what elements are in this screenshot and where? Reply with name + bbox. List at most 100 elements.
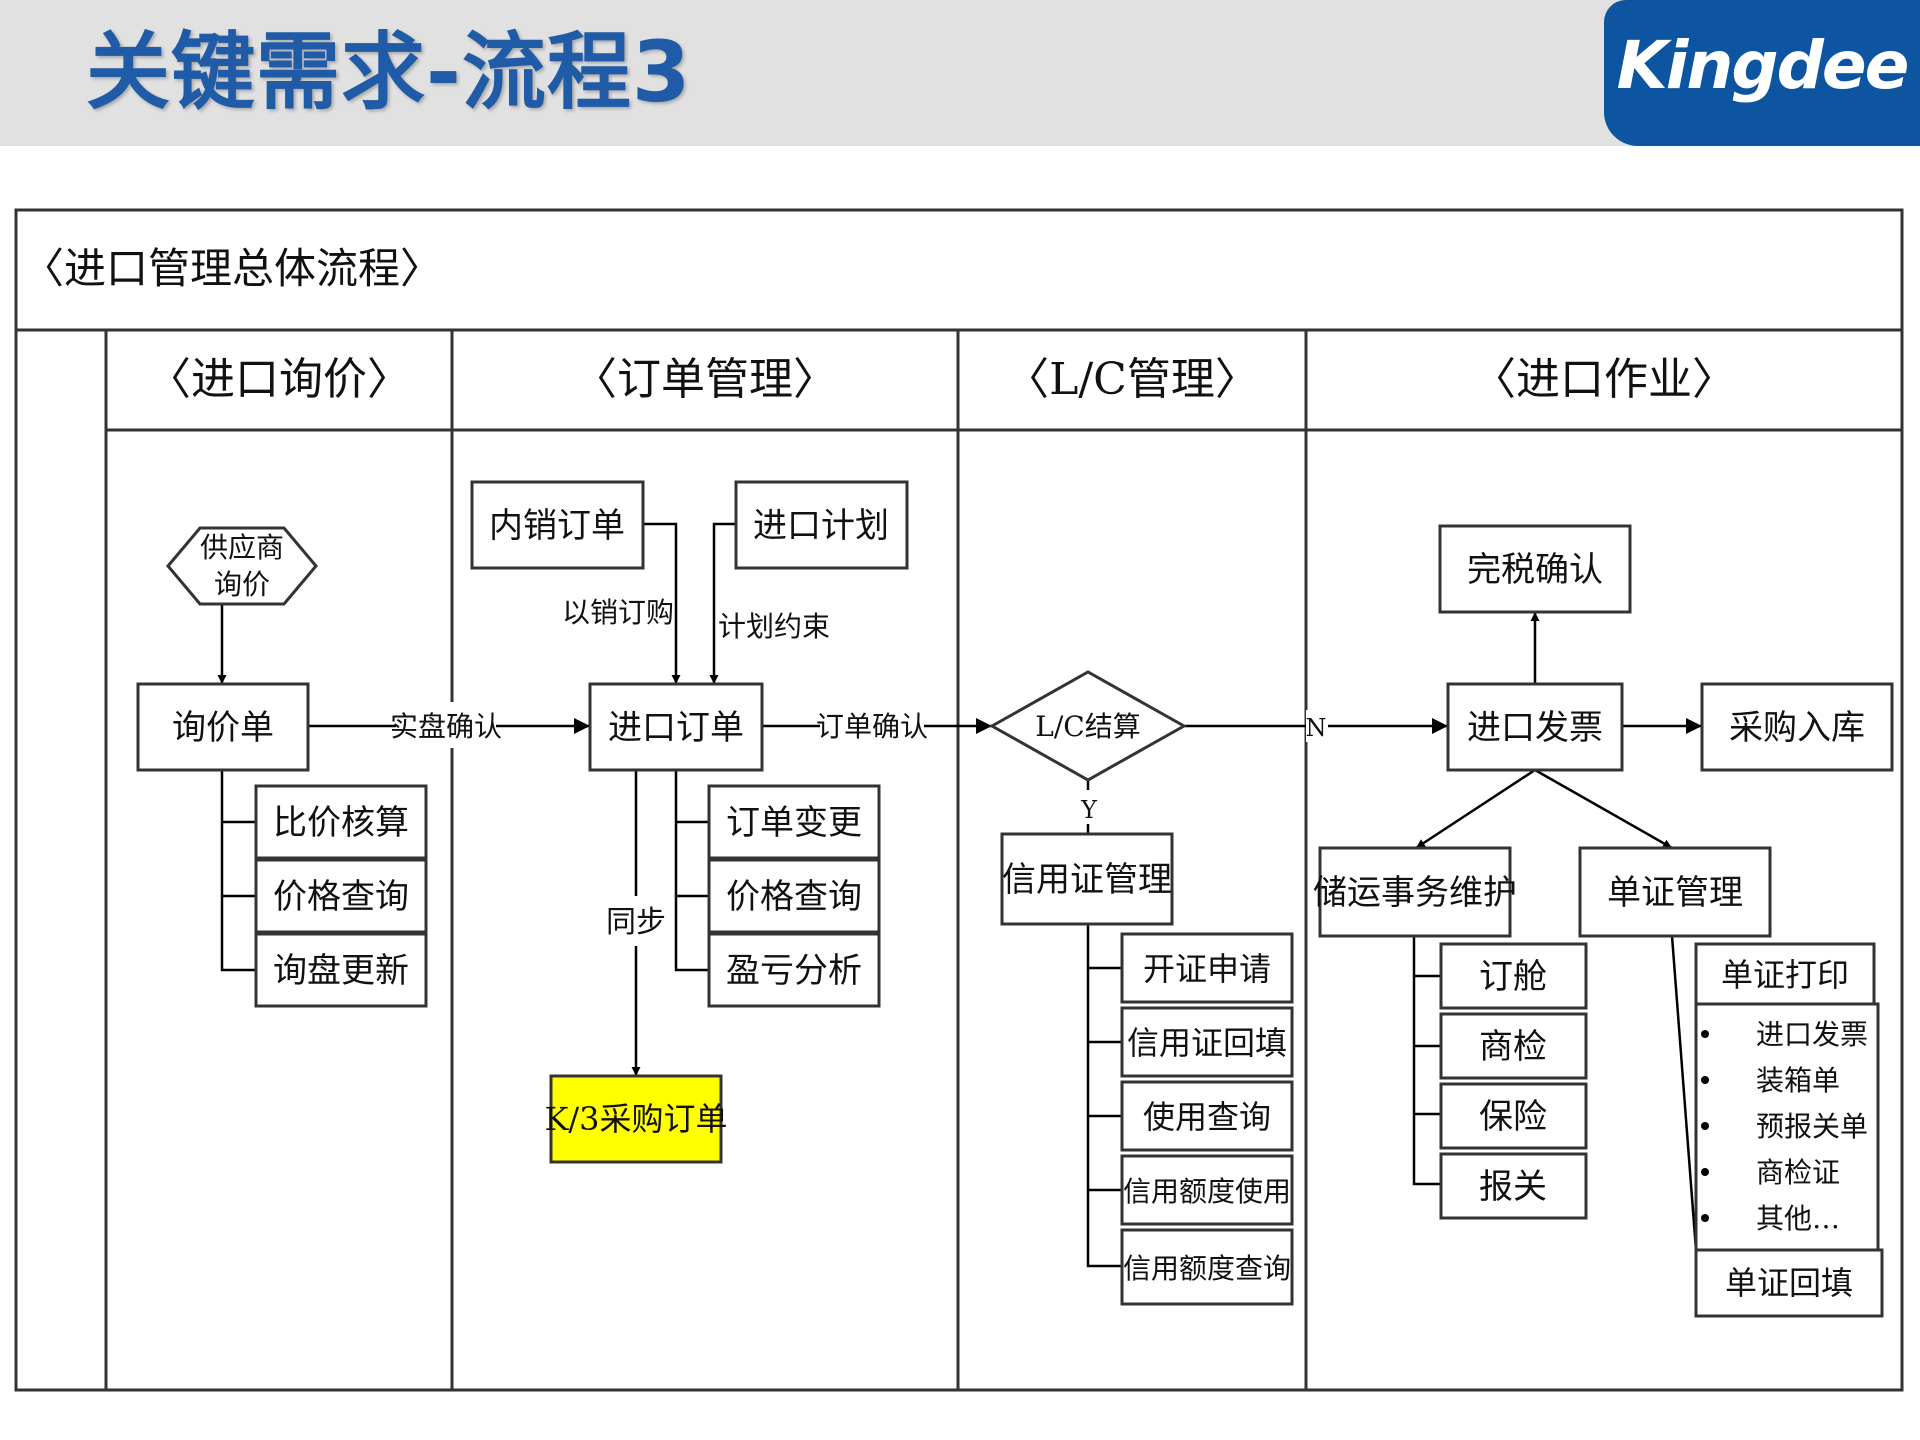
node-doc-backfill-label: 单证回填	[1725, 1264, 1853, 1302]
arrow-domestic-to-import-order	[643, 522, 681, 684]
node-price-query-2	[707, 858, 881, 934]
node-credit-use	[1120, 1154, 1294, 1226]
lane-header-import-ops: 〈进口作业〉	[1472, 354, 1736, 405]
doc-list-bullet	[1701, 1168, 1709, 1176]
node-profit-loss-label: 盈亏分析	[726, 951, 862, 991]
node-lc-apply-label: 开证申请	[1143, 950, 1271, 988]
node-k3-po	[549, 1074, 723, 1164]
node-supplier-inquiry-label-2: 询价	[214, 568, 270, 601]
doc-list-item: 其他…	[1756, 1202, 1840, 1235]
node-logistics	[1318, 846, 1512, 938]
node-lc-apply	[1120, 932, 1294, 1004]
doc-list-item: 进口发票	[1756, 1018, 1868, 1051]
doc-list-item: 装箱单	[1756, 1064, 1840, 1097]
node-import-plan-label: 进口计划	[753, 506, 889, 546]
node-price-compare-label: 比价核算	[273, 803, 409, 843]
node-purchase-in-label: 采购入库	[1729, 708, 1865, 748]
edge-label-stock-confirm: 实盘确认	[390, 710, 502, 743]
brand-logo-text: Kingdee	[1616, 27, 1910, 104]
edge-label-sales-driven: 以销订购	[562, 596, 674, 629]
doc-list-item: 预报关单	[1756, 1110, 1868, 1143]
bracket-doc-mgmt	[1670, 935, 1698, 1251]
node-credit-use-label: 信用额度使用	[1123, 1175, 1291, 1208]
node-customs-label: 报关	[1479, 1167, 1547, 1207]
node-lc-mgmt	[1000, 832, 1174, 926]
node-lc-settle	[988, 670, 1188, 782]
node-import-invoice-label: 进口发票	[1467, 708, 1603, 748]
edge-label-no: N	[1306, 714, 1327, 742]
node-inspection	[1439, 1012, 1588, 1080]
node-inspection-label: 商检	[1479, 1027, 1547, 1067]
doc-list: 进口发票 装箱单 预报关单 商检证 其他…	[1701, 1018, 1868, 1235]
node-price-query-1-label: 价格查询	[273, 877, 409, 917]
lane-header-lc: 〈L/C管理〉	[1005, 354, 1259, 405]
edge-label-sync: 同步	[606, 905, 666, 940]
node-import-order	[588, 682, 764, 772]
arrow-invoice-to-logistics	[1415, 768, 1536, 850]
lane-header-order: 〈订单管理〉	[573, 354, 837, 405]
node-domestic-order	[470, 480, 645, 570]
node-inquiry-sheet	[136, 682, 310, 772]
bracket-inquiry-sheet	[220, 770, 256, 972]
node-doc-backfill	[1694, 1248, 1884, 1318]
node-import-plan	[734, 480, 909, 570]
node-lc-settle-label: L/C结算	[1035, 710, 1140, 743]
node-tax-confirm	[1438, 524, 1632, 614]
doc-list-bullet	[1701, 1076, 1709, 1084]
node-purchase-in	[1700, 682, 1894, 772]
doc-list-bullet	[1701, 1214, 1709, 1222]
doc-list-item: 商检证	[1756, 1156, 1840, 1189]
doc-list-bullet	[1701, 1030, 1709, 1038]
edge-label-yes: Y	[1080, 796, 1098, 824]
node-import-invoice	[1446, 682, 1624, 772]
node-order-change-label: 订单变更	[726, 803, 862, 843]
node-price-query-2-label: 价格查询	[726, 877, 862, 917]
node-booking-label: 订舱	[1479, 957, 1547, 997]
edge-label-order-confirm: 订单确认	[816, 710, 928, 743]
node-doc-mgmt-label: 单证管理	[1607, 873, 1743, 913]
node-booking	[1439, 942, 1588, 1010]
node-price-query-1	[254, 858, 428, 934]
node-k3-po-label: K/3采购订单	[544, 1100, 727, 1138]
node-usage-query-label: 使用查询	[1143, 1098, 1271, 1136]
edge-label-plan-constraint: 计划约束	[718, 610, 830, 643]
node-doc-mgmt	[1578, 846, 1772, 938]
bracket-logistics	[1412, 936, 1441, 1186]
node-credit-query-label: 信用额度查询	[1123, 1252, 1291, 1285]
node-order-change	[707, 784, 881, 860]
node-domestic-order-label: 内销订单	[489, 506, 625, 546]
node-lc-backfill-label: 信用证回填	[1127, 1024, 1287, 1062]
node-doc-list-box	[1694, 1002, 1880, 1252]
header-bar: 关键需求-流程3 Kingdee	[0, 0, 1920, 146]
node-import-order-label: 进口订单	[608, 708, 744, 748]
node-doc-print-label: 单证打印	[1721, 956, 1849, 994]
diagram-title: 〈进口管理总体流程〉	[22, 244, 442, 293]
node-credit-query	[1120, 1228, 1294, 1306]
node-lc-mgmt-label: 信用证管理	[1002, 860, 1172, 900]
connectors	[217, 522, 1702, 1268]
node-supplier-inquiry	[166, 526, 318, 606]
node-inquiry-update-label: 询盘更新	[273, 951, 409, 991]
diagram-frame	[14, 208, 1904, 1392]
arrow-invoice-to-doc-mgmt	[1534, 768, 1673, 850]
node-insurance-label: 保险	[1479, 1097, 1547, 1137]
lane-header-inquiry: 〈进口询价〉	[147, 354, 411, 405]
bracket-lc-mgmt	[1086, 924, 1122, 1268]
node-profit-loss	[707, 932, 881, 1008]
node-lc-backfill	[1120, 1006, 1294, 1078]
node-price-compare	[254, 784, 428, 860]
node-usage-query	[1120, 1080, 1294, 1152]
page-title: 关键需求-流程3	[86, 23, 692, 121]
doc-list-bullet	[1701, 1122, 1709, 1130]
node-insurance	[1439, 1082, 1588, 1150]
node-customs	[1439, 1152, 1588, 1220]
node-tax-confirm-label: 完税确认	[1467, 550, 1603, 590]
node-inquiry-update	[254, 932, 428, 1008]
node-logistics-label: 储运事务维护	[1313, 873, 1517, 913]
brand-logo: Kingdee	[1604, 0, 1920, 146]
bracket-import-order	[674, 770, 709, 972]
node-doc-print	[1694, 942, 1876, 1006]
node-supplier-inquiry-label-1: 供应商	[200, 531, 284, 564]
node-inquiry-sheet-label: 询价单	[172, 708, 274, 748]
